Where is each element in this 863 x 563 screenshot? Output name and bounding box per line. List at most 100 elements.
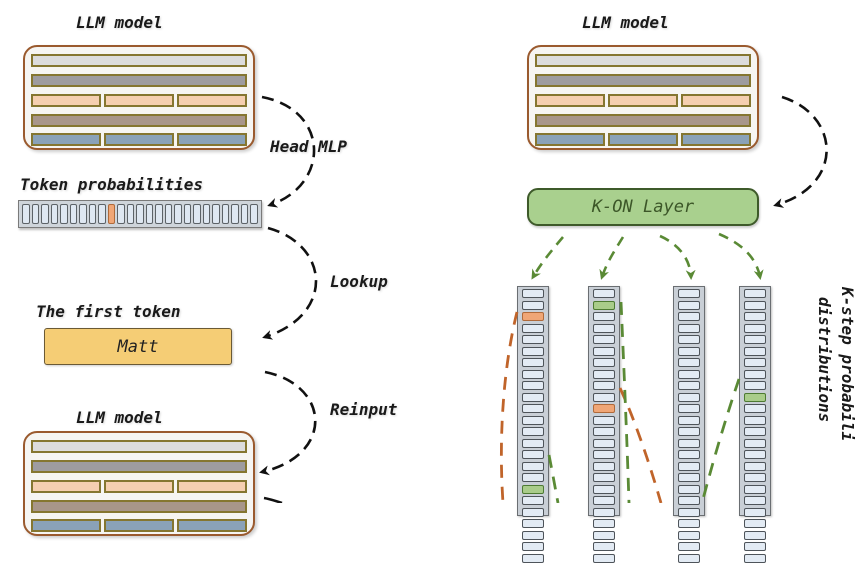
distribution-cell	[744, 346, 766, 356]
token-cell	[250, 204, 258, 224]
distribution-cell	[744, 427, 766, 436]
distribution-cell	[678, 346, 700, 356]
green-path-col2	[619, 301, 631, 503]
token-cell	[221, 204, 230, 224]
green-path-col4	[700, 378, 741, 503]
distribution-cell	[744, 312, 766, 321]
distribution-cell	[678, 289, 700, 298]
distribution-cell	[678, 323, 700, 333]
right-llm-model-title: LLM model	[582, 13, 669, 32]
token-cell	[136, 204, 144, 224]
distribution-cell	[744, 323, 766, 333]
llm-layer-segment	[31, 460, 247, 473]
output-arrow-stub	[263, 496, 283, 503]
kon-to-col1-arrow	[531, 236, 564, 280]
distribution-cell-orange	[522, 312, 544, 321]
llm-layer-segment	[31, 94, 101, 107]
distribution-cell	[678, 542, 700, 551]
llm-layer-row	[31, 133, 247, 146]
distribution-cell	[593, 392, 615, 402]
first-token-box: Matt	[44, 328, 232, 365]
distribution-cell	[522, 542, 544, 551]
distribution-cell	[744, 519, 766, 528]
llm-layer-segment	[535, 74, 751, 87]
distribution-cell	[678, 461, 700, 471]
token-cell	[155, 204, 163, 224]
token-cell	[231, 204, 239, 224]
top-llm-model-title: LLM model	[76, 13, 163, 32]
distribution-cell	[522, 404, 544, 413]
token-cell	[69, 204, 78, 224]
token-cell	[126, 204, 135, 224]
kon-to-col3-arrow	[659, 234, 696, 280]
distribution-column-3	[673, 286, 705, 563]
distribution-cell	[593, 461, 615, 471]
orange-path-col2	[618, 387, 663, 503]
token-cell	[98, 204, 106, 224]
lookup-label: Lookup	[330, 272, 388, 291]
distribution-cell	[744, 553, 766, 563]
distribution-cell	[522, 507, 544, 517]
token-cell	[41, 204, 49, 224]
distribution-cell	[744, 473, 766, 482]
distribution-cell	[744, 450, 766, 459]
distribution-cell	[522, 461, 544, 471]
llm-layer-segment	[681, 133, 751, 146]
distribution-cell	[522, 496, 544, 505]
distribution-cell	[593, 415, 615, 425]
token-cell	[60, 204, 68, 224]
k-step-label-line2: distributions	[815, 297, 834, 423]
distribution-cell	[522, 358, 544, 367]
llm-layer-segment	[31, 500, 247, 513]
distribution-cell	[522, 392, 544, 402]
llm-layer-segment	[535, 54, 751, 67]
distribution-cell	[522, 415, 544, 425]
orange-path-col1	[499, 311, 519, 503]
distribution-cell	[744, 381, 766, 390]
distribution-cell	[593, 496, 615, 505]
token-cell	[202, 204, 211, 224]
distribution-cell	[593, 369, 615, 379]
top-llm-model-block	[23, 45, 255, 150]
llm-layer-row	[535, 74, 751, 87]
bottom-llm-model-block	[23, 431, 255, 536]
token-cell	[88, 204, 97, 224]
llm-layer-row	[535, 133, 751, 146]
kon-layer-label: K-ON Layer	[591, 197, 695, 217]
distribution-cell	[678, 369, 700, 379]
distribution-cell	[593, 289, 615, 298]
distribution-cell	[744, 369, 766, 379]
token-probability-bar	[18, 200, 262, 228]
token-cell	[174, 204, 182, 224]
distribution-cell	[522, 346, 544, 356]
distribution-cell	[593, 542, 615, 551]
distribution-cell	[522, 519, 544, 528]
distribution-cell	[744, 496, 766, 505]
distribution-cell	[678, 473, 700, 482]
distribution-cell	[522, 323, 544, 333]
distribution-cell-orange	[593, 404, 615, 413]
kon-layer-box: K-ON Layer	[527, 188, 759, 226]
token-cell	[212, 204, 220, 224]
token-probabilities-title: Token probabilities	[20, 175, 204, 194]
distribution-cell	[593, 530, 615, 540]
distribution-cell	[744, 542, 766, 551]
llm-layer-segment	[177, 519, 247, 532]
llm-layer-segment	[104, 133, 174, 146]
distribution-cell	[678, 381, 700, 390]
distribution-cell	[678, 415, 700, 425]
kon-to-col4-arrow	[718, 232, 764, 280]
llm-layer-row	[31, 94, 247, 107]
distribution-cell	[593, 381, 615, 390]
distribution-column-2	[588, 286, 620, 563]
distribution-cell	[522, 450, 544, 459]
distribution-cell	[678, 404, 700, 413]
llm-layer-segment	[177, 480, 247, 493]
distribution-cell	[593, 484, 615, 494]
distribution-column-4	[739, 286, 771, 563]
token-cell-selected	[107, 204, 116, 224]
llm-layer-segment	[31, 74, 247, 87]
first-token-title: The first token	[36, 302, 181, 321]
llm-layer-row	[31, 460, 247, 473]
distribution-cell	[744, 484, 766, 494]
